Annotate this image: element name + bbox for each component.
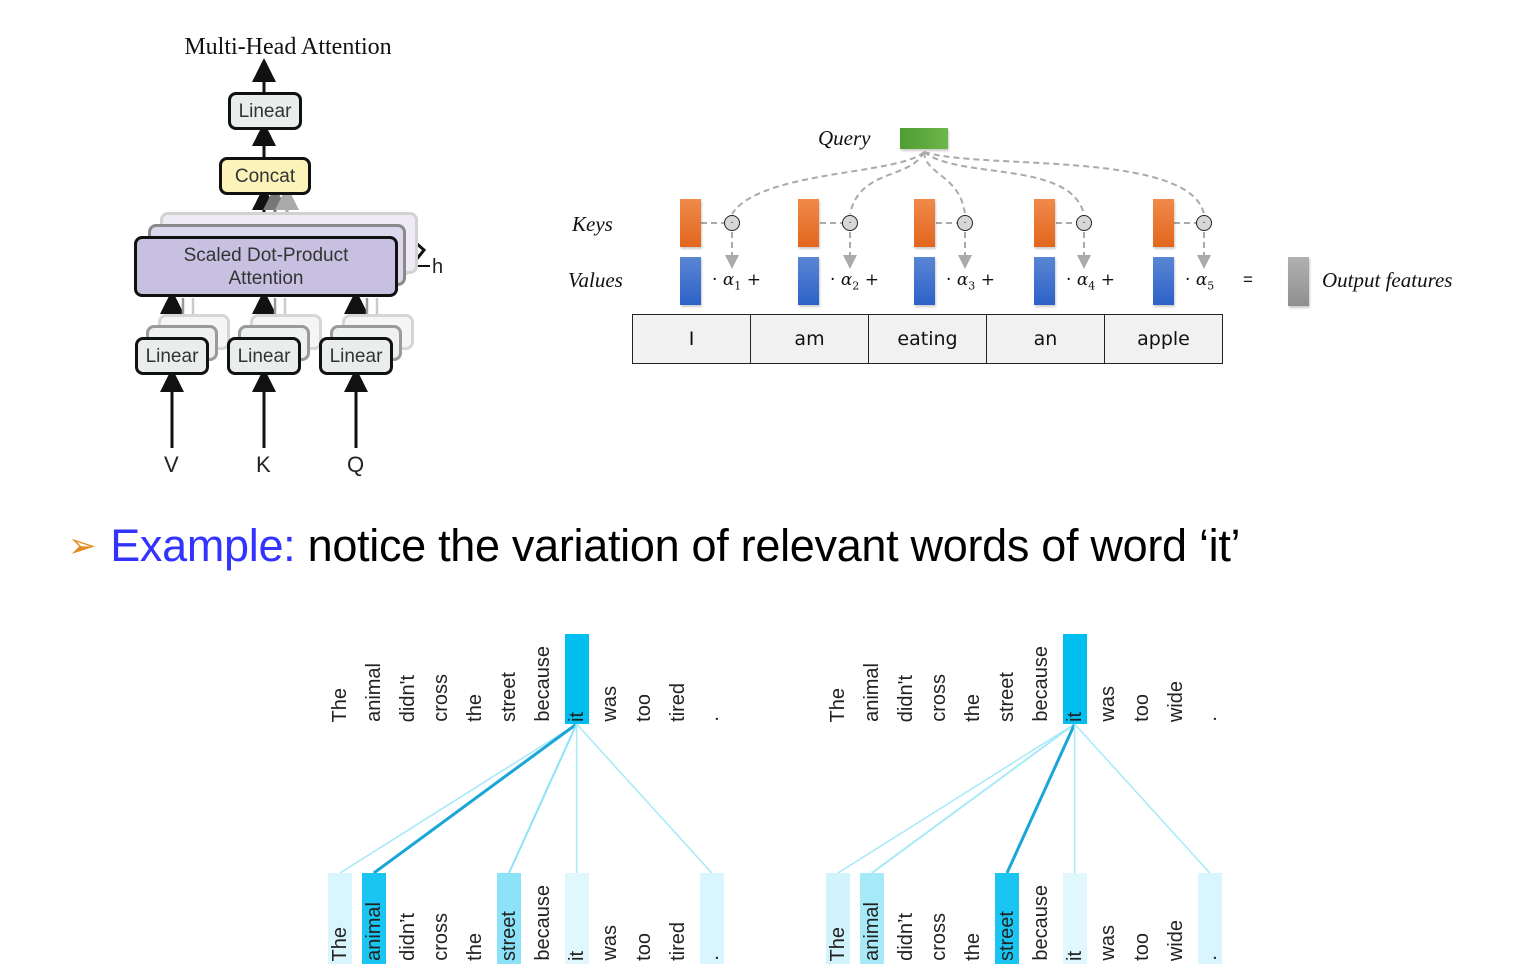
bottom-word: cross [928,913,951,961]
key-vector-2 [798,199,819,247]
bottom-word: . [1198,955,1221,961]
linear-v-box: Linear [135,337,209,375]
attention-line [871,723,1076,874]
dot-product-icon: · [1196,215,1212,231]
equals-sign: = [1243,270,1253,289]
key-vector-5 [1153,199,1174,247]
multihead-attention-title: Multi-Head Attention [184,34,392,60]
token-cell: I [633,315,751,363]
token-table: I am eating an apple [632,314,1223,364]
alpha-weight-1: · α1 + [712,270,761,293]
attention-weight-highlight [361,873,386,964]
top-word: was [1097,686,1120,722]
value-vector-2 [798,257,819,305]
example-statement: ➢ Example: notice the variation of releva… [68,520,1241,572]
attention-line [837,723,1075,874]
alpha-weight-2: · α2 + [830,270,879,293]
alpha-weight-5: · α5 [1185,270,1215,293]
input-k-label: K [256,452,271,477]
attention-weight-highlight [826,873,850,964]
value-vector-3 [914,257,935,305]
input-v-label: V [164,452,179,477]
token-cell: apple [1137,328,1190,350]
linear-q-box: Linear [319,337,393,375]
token-cell: am [751,315,869,363]
top-word: animal [860,663,883,722]
example-label: Example: [110,520,296,571]
bottom-word: was [1097,925,1120,961]
linear-output-box: Linear [228,92,302,130]
value-vector-1 [680,257,701,305]
bottom-word: wide [1165,919,1187,961]
keys-label: Keys [572,212,613,236]
example-text: notice the variation of relevant words o… [295,520,1241,571]
attention-weight-highlight [1062,873,1087,964]
attention-line [576,723,713,874]
dot-product-icon: · [1076,215,1092,231]
attention-line [372,722,578,875]
arrow-bullet-icon: ➢ [68,527,97,565]
concat-box: Concat [219,157,311,195]
key-vector-3 [914,199,935,247]
output-vector [1288,257,1309,306]
attention-line [339,723,577,874]
linear-k-box: Linear [227,337,301,375]
top-word: street [996,671,1018,722]
heads-label: h [432,256,444,278]
bottom-word: it [1063,951,1086,961]
bottom-word: too [1131,933,1154,961]
bottom-word: animal [860,902,883,961]
attention-weight-highlight [1197,873,1222,964]
bottom-word: street [996,910,1018,961]
bottom-word: The [827,926,849,961]
attention-weight-highlight [699,873,724,964]
bottom-word: didn’t [894,913,917,961]
top-word: wide [1165,680,1187,722]
top-word: the [962,694,985,722]
values-label: Values [568,268,623,292]
attention-line [1005,723,1076,874]
focus-word-highlight [1062,634,1087,724]
dot-product-icon: · [842,215,858,231]
top-word: because [1029,646,1052,722]
scaled-dot-product-attention-box: Scaled Dot-Product Attention [134,236,398,297]
output-features-label: Output features [1322,268,1453,292]
query-key-connectors [701,151,1211,269]
token-cell: eating [869,315,987,363]
bottom-word: the [962,933,985,961]
alpha-weight-4: · α4 + [1066,270,1115,293]
top-word: too [1131,694,1154,722]
top-word: . [1198,716,1221,722]
attention-weight-highlight [564,873,589,964]
attention-line [508,723,578,874]
value-vector-5 [1153,257,1174,305]
top-word: didn't [894,674,917,722]
bottom-word: because [1029,885,1052,961]
key-vector-1 [680,199,701,247]
attention-label-line2: Attention [228,267,304,289]
token-cell: an [987,315,1105,363]
query-vector [900,128,948,149]
alpha-weight-3: · α3 + [946,270,995,293]
input-q-label: Q [347,452,365,477]
value-vector-4 [1034,257,1055,305]
dot-product-icon: · [957,215,973,231]
attention-weight-highlight [995,873,1019,964]
top-word: it [1063,712,1086,722]
top-word: The [827,687,849,722]
attention-line [1074,723,1211,874]
query-label: Query [818,126,871,150]
attention-label-line1: Scaled Dot-Product [183,244,349,266]
dot-product-icon: · [724,215,740,231]
attention-weight-highlight [859,873,884,964]
attention-weight-highlight [328,873,352,964]
attention-weight-highlight [497,873,521,964]
top-word: cross [928,674,951,722]
key-vector-4 [1034,199,1055,247]
focus-word-highlight [564,634,589,724]
